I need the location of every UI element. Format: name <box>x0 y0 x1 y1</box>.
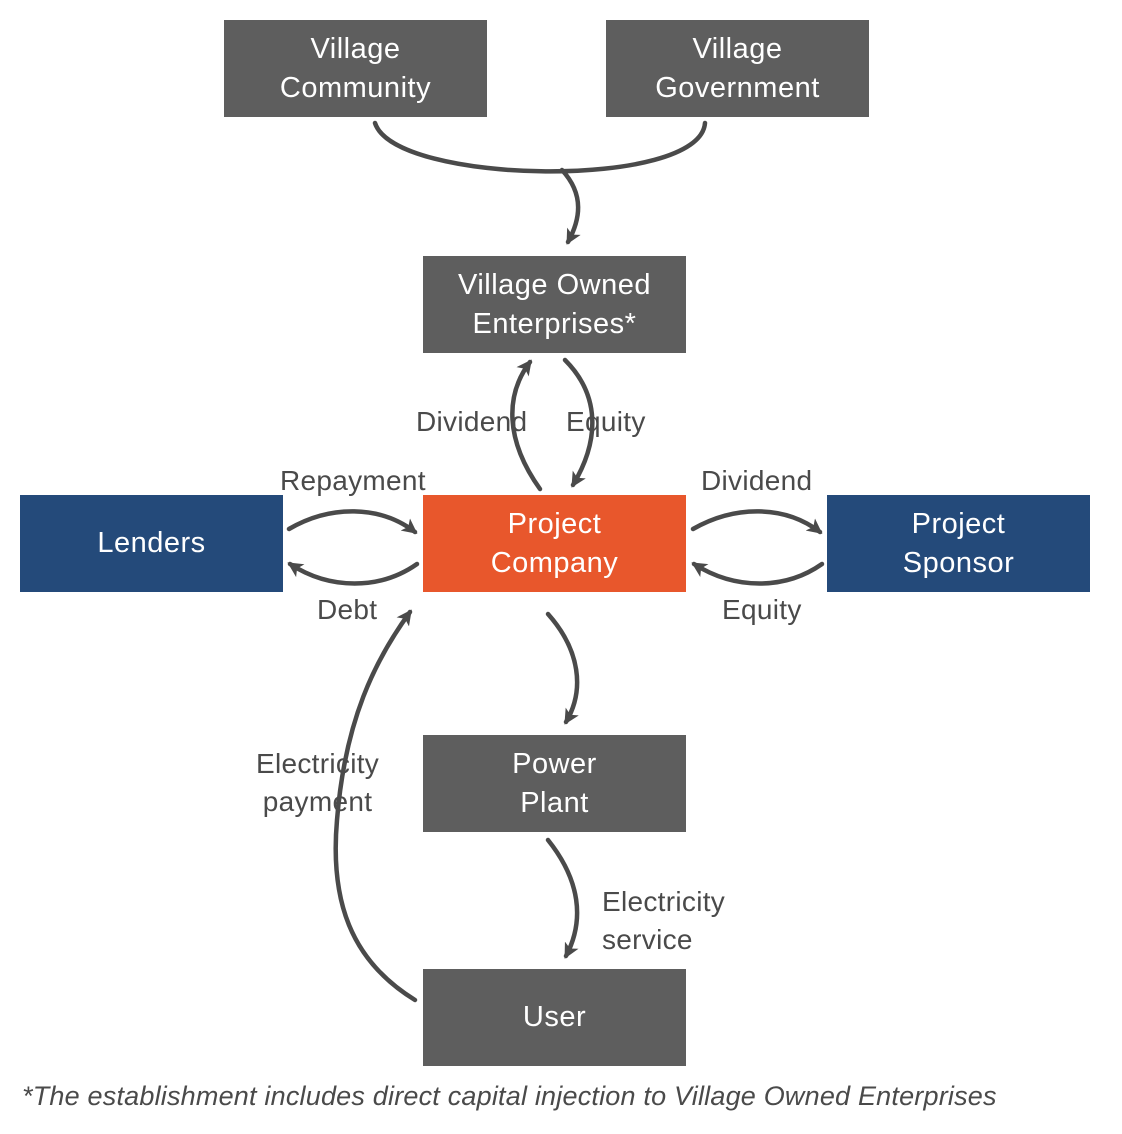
label-equity-voe: Equity <box>566 406 646 437</box>
arrow-electricity-payment <box>333 609 418 1003</box>
label-electricity-service: Electricity service <box>602 886 726 955</box>
arrow-to-user <box>545 837 580 959</box>
arrow-dividend-to-sponsor <box>690 509 823 535</box>
arrow-to-voe <box>559 167 581 245</box>
label-dividend-sponsor: Dividend <box>701 465 813 496</box>
label-equity-sponsor: Equity <box>722 594 802 625</box>
node-project-company: Project Company <box>423 495 686 592</box>
node-power-plant: Power Plant <box>423 735 686 832</box>
node-project-sponsor: Project Sponsor <box>827 495 1090 592</box>
arrow-to-power-plant <box>545 611 580 725</box>
node-village-owned-enterprises: Village Owned Enterprises* <box>423 256 686 353</box>
label-debt: Debt <box>317 594 378 625</box>
node-user: User <box>423 969 686 1066</box>
label-electricity-payment: Electricity payment <box>256 748 380 817</box>
node-village-community: Village Community <box>224 20 487 117</box>
arrow-equity-from-sponsor <box>691 561 825 586</box>
node-village-government: Village Government <box>606 20 869 117</box>
node-lenders: Lenders <box>20 495 283 592</box>
arrow-debt <box>287 561 420 586</box>
arrow-equity-from-voe <box>562 357 595 488</box>
footnote: *The establishment includes direct capit… <box>22 1081 997 1111</box>
arrow-dividend-to-voe <box>510 359 543 492</box>
label-repayment: Repayment <box>280 465 426 496</box>
label-dividend-voe: Dividend <box>416 406 528 437</box>
arrow-village-merge <box>372 120 708 174</box>
arrow-repayment <box>286 509 418 535</box>
